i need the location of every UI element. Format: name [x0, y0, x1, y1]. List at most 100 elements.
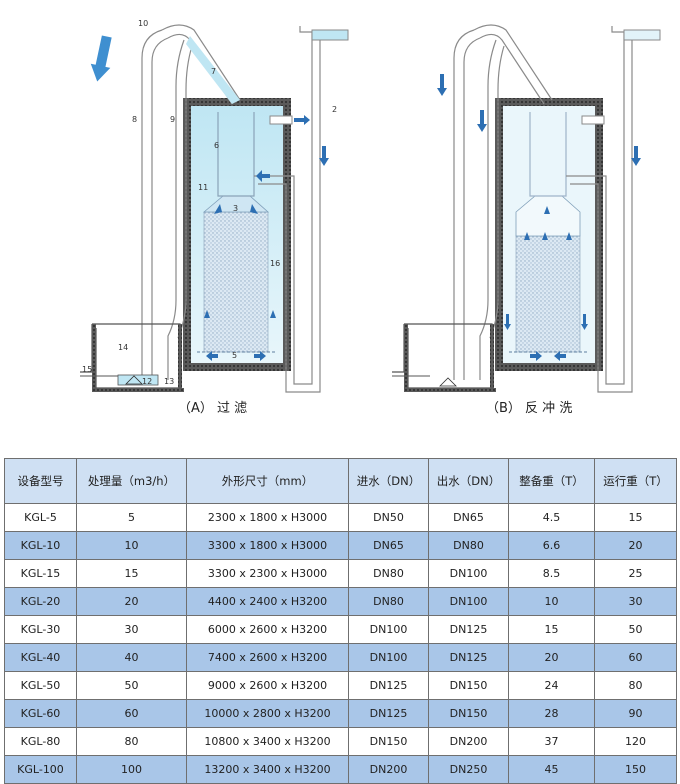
cell-operating-weight: 15 [594, 503, 677, 532]
col-header-capacity: 处理量（m3/h） [76, 458, 187, 504]
cell-dimensions: 10000 x 2800 x H3200 [186, 699, 349, 728]
table-header-row: 设备型号 处理量（m3/h） 外形尺寸（mm） 进水（DN） 出水（DN） 整备… [4, 458, 677, 504]
filter-media-a [203, 211, 269, 353]
cell-dimensions: 6000 x 2600 x H3200 [186, 615, 349, 644]
pipe-9-b [479, 39, 497, 380]
cell-operating-weight: 150 [594, 755, 677, 784]
cell-capacity: 20 [76, 587, 187, 616]
flow-arrow-up-1-icon [204, 310, 210, 318]
pipe-2-a [254, 26, 313, 385]
down-arrow-pipe9-b-icon [477, 110, 487, 132]
col-header-empty-weight: 整备重（T） [508, 458, 595, 504]
spray-arrow-1-icon [214, 204, 222, 214]
cell-model: KGL-80 [4, 727, 77, 756]
down-arrow-side-l-b-icon [504, 314, 511, 330]
basin-14-wall [92, 324, 96, 388]
up-arrow-center-b-icon [544, 206, 550, 214]
cell-model: KGL-5 [4, 503, 77, 532]
basin-14-right [178, 324, 182, 392]
pipe-7b-b [479, 33, 545, 105]
pipe-2-b [566, 26, 625, 385]
cell-empty-weight: 45 [508, 755, 595, 784]
cell-model: KGL-10 [4, 531, 77, 560]
spec-table: 设备型号 处理量（m3/h） 外形尺寸（mm） 进水（DN） 出水（DN） 整备… [4, 458, 677, 784]
outlet-basin-a [311, 29, 349, 41]
flow-arrow-left-icon [256, 170, 270, 182]
cell-model: KGL-100 [4, 755, 77, 784]
cell-inlet: DN50 [348, 503, 429, 532]
cell-model: KGL-15 [4, 559, 77, 588]
cell-capacity: 80 [76, 727, 187, 756]
label-10: 10 [138, 19, 148, 28]
label-11: 11 [198, 183, 208, 192]
collector-arrow-l-b-icon [530, 351, 542, 361]
col-header-outlet: 出水（DN） [428, 458, 509, 504]
cell-operating-weight: 30 [594, 587, 677, 616]
cell-capacity: 15 [76, 559, 187, 588]
cell-outlet: DN125 [428, 643, 509, 672]
weir-12-icon [125, 375, 143, 385]
cell-dimensions: 13200 x 3400 x H3200 [186, 755, 349, 784]
panel-filtration: 10 7 8 9 2 6 11 3 16 14 15 12 13 5 （A） 过… [80, 19, 349, 416]
collector-arrow-r-icon [254, 351, 266, 361]
col-header-dimensions: 外形尺寸（mm） [186, 458, 349, 504]
down-arrow-pipe2-b-icon [631, 146, 641, 166]
cell-dimensions: 3300 x 2300 x H3000 [186, 559, 349, 588]
cell-inlet: DN200 [348, 755, 429, 784]
table-row: KGL-30 30 6000 x 2600 x H3200 DN100 DN12… [4, 615, 677, 644]
cell-dimensions: 3300 x 1800 x H3000 [186, 531, 349, 560]
cell-empty-weight: 24 [508, 671, 595, 700]
cell-operating-weight: 120 [594, 727, 677, 756]
caption-filtration: （A） 过 滤 [178, 401, 247, 416]
pipe-9-a [167, 39, 185, 380]
siphon-pipe-a [217, 112, 255, 197]
cell-empty-weight: 20 [508, 643, 595, 672]
siphon-top-fill-a [186, 36, 240, 104]
cell-empty-weight: 37 [508, 727, 595, 756]
cell-outlet: DN80 [428, 531, 509, 560]
cell-dimensions: 7400 x 2600 x H3200 [186, 643, 349, 672]
cell-capacity: 30 [76, 615, 187, 644]
pipe-8b-b [463, 37, 481, 380]
pipe-9b-a [177, 45, 193, 339]
table-row: KGL-100 100 13200 x 3400 x H3200 DN200 D… [4, 755, 677, 784]
cell-outlet: DN150 [428, 699, 509, 728]
cell-operating-weight: 60 [594, 643, 677, 672]
cell-dimensions: 9000 x 2600 x H3200 [186, 671, 349, 700]
cell-model: KGL-50 [4, 671, 77, 700]
cell-model: KGL-40 [4, 643, 77, 672]
basin-14-floor [92, 388, 184, 392]
cell-capacity: 60 [76, 699, 187, 728]
cell-empty-weight: 8.5 [508, 559, 595, 588]
basin-b-floor [404, 388, 496, 392]
table-row: KGL-15 15 3300 x 2300 x H3000 DN80 DN100… [4, 559, 677, 588]
outlet-nozzle-b [581, 115, 605, 125]
label-2: 2 [332, 105, 337, 114]
pipe-8-b [453, 29, 475, 380]
cell-outlet: DN200 [428, 727, 509, 756]
outlet-basin-b [623, 29, 661, 41]
cell-dimensions: 4400 x 2400 x H3200 [186, 587, 349, 616]
label-12: 12 [142, 377, 152, 386]
col-header-operating-weight: 运行重（T） [594, 458, 677, 504]
filter-media-b [515, 235, 581, 353]
cell-outlet: DN150 [428, 671, 509, 700]
cell-inlet: DN125 [348, 671, 429, 700]
cell-empty-weight: 6.6 [508, 531, 595, 560]
cell-empty-weight: 10 [508, 587, 595, 616]
table-row: KGL-60 60 10000 x 2800 x H3200 DN125 DN1… [4, 699, 677, 728]
cell-capacity: 10 [76, 531, 187, 560]
collector-arrow-r-b-icon [554, 351, 566, 361]
up-arrow-1-b-icon [524, 232, 530, 240]
basin-b-right [490, 324, 494, 392]
cell-inlet: DN65 [348, 531, 429, 560]
label-8: 8 [132, 115, 137, 124]
cell-operating-weight: 20 [594, 531, 677, 560]
cell-operating-weight: 90 [594, 699, 677, 728]
down-arrow-pipe8-b-icon [437, 74, 447, 96]
label-15: 15 [82, 365, 92, 374]
table-row: KGL-5 5 2300 x 1800 x H3000 DN50 DN65 4.… [4, 503, 677, 532]
table-row: KGL-20 20 4400 x 2400 x H3200 DN80 DN100… [4, 587, 677, 616]
pipe-7-a [161, 24, 241, 101]
table-row: KGL-50 50 9000 x 2600 x H3200 DN125 DN15… [4, 671, 677, 700]
